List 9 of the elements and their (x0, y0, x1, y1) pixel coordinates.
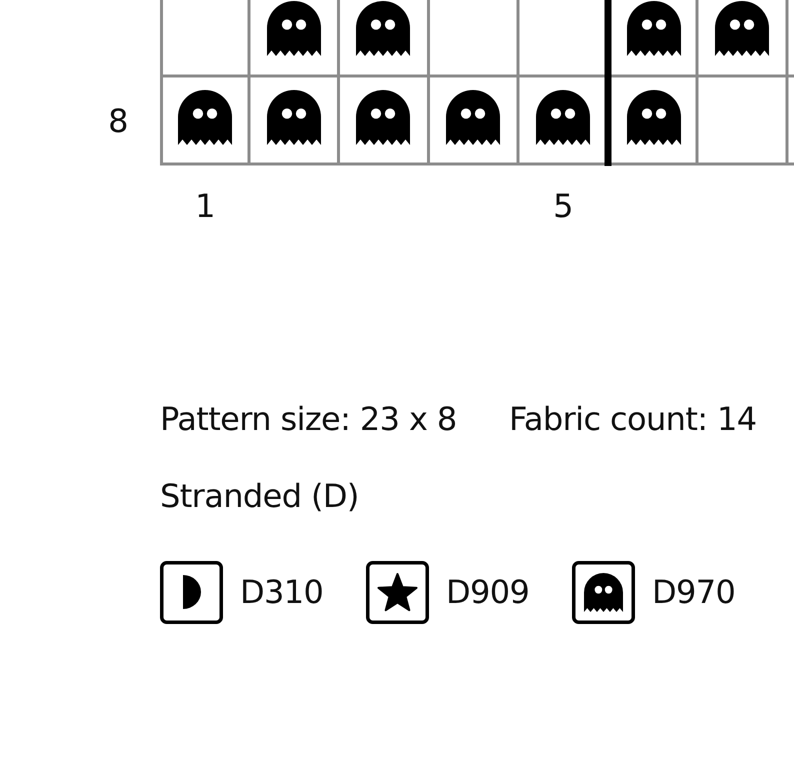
thread-type-text: Stranded (D) (160, 477, 359, 515)
legend-label: D310 (240, 573, 324, 611)
column-number: 5 (553, 187, 573, 225)
column-number: 1 (195, 187, 215, 225)
fabric-count-text: Fabric count: 14 (509, 400, 757, 438)
legend-label: D909 (446, 573, 530, 611)
pattern-size-text: Pattern size: 23 x 8 (160, 400, 457, 438)
row-number: 8 (108, 102, 128, 140)
legend-label: D970 (652, 573, 736, 611)
